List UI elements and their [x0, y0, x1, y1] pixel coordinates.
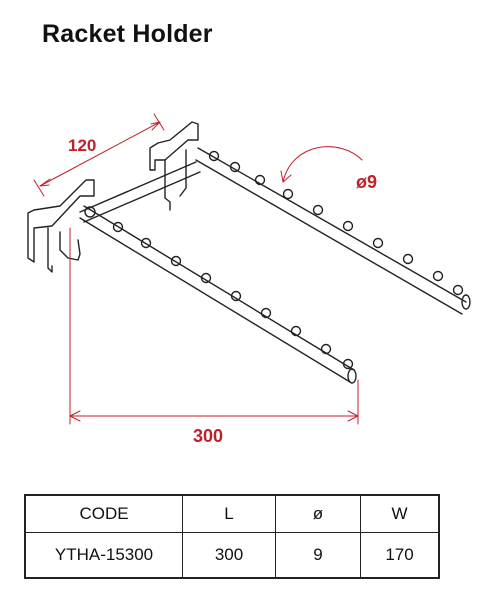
- dim-300-label: 300: [193, 426, 224, 446]
- cell-code: YTHA-15300: [24, 532, 183, 579]
- dim-diameter-arc: [282, 146, 363, 183]
- back-arm-pegs: [208, 150, 464, 296]
- cell-width: 170: [360, 532, 440, 579]
- front-arm: [79, 205, 355, 383]
- dim-120-label: 120: [68, 136, 97, 155]
- front-arm-pegs: [84, 206, 354, 370]
- cross-bar: [79, 161, 201, 223]
- dim-120-line: [39, 121, 161, 187]
- front-bracket: [27, 179, 95, 263]
- header-code: CODE: [24, 494, 183, 533]
- header-diameter: ø: [275, 494, 361, 533]
- header-width: W: [360, 494, 440, 533]
- page-title: Racket Holder: [42, 20, 213, 48]
- cell-length: 300: [182, 532, 276, 579]
- back-arm: [195, 147, 467, 315]
- racket-holder-drawing: [27, 113, 471, 425]
- cell-diameter: 9: [275, 532, 361, 579]
- dim-diameter-label: ø9: [356, 172, 378, 192]
- table-row: YTHA-15300 300 9 170: [24, 532, 440, 579]
- back-bracket: [149, 121, 199, 171]
- spec-table: CODE L ø W YTHA-15300 300 9 170: [24, 494, 440, 579]
- table-header-row: CODE L ø W: [24, 494, 440, 533]
- header-length: L: [182, 494, 276, 533]
